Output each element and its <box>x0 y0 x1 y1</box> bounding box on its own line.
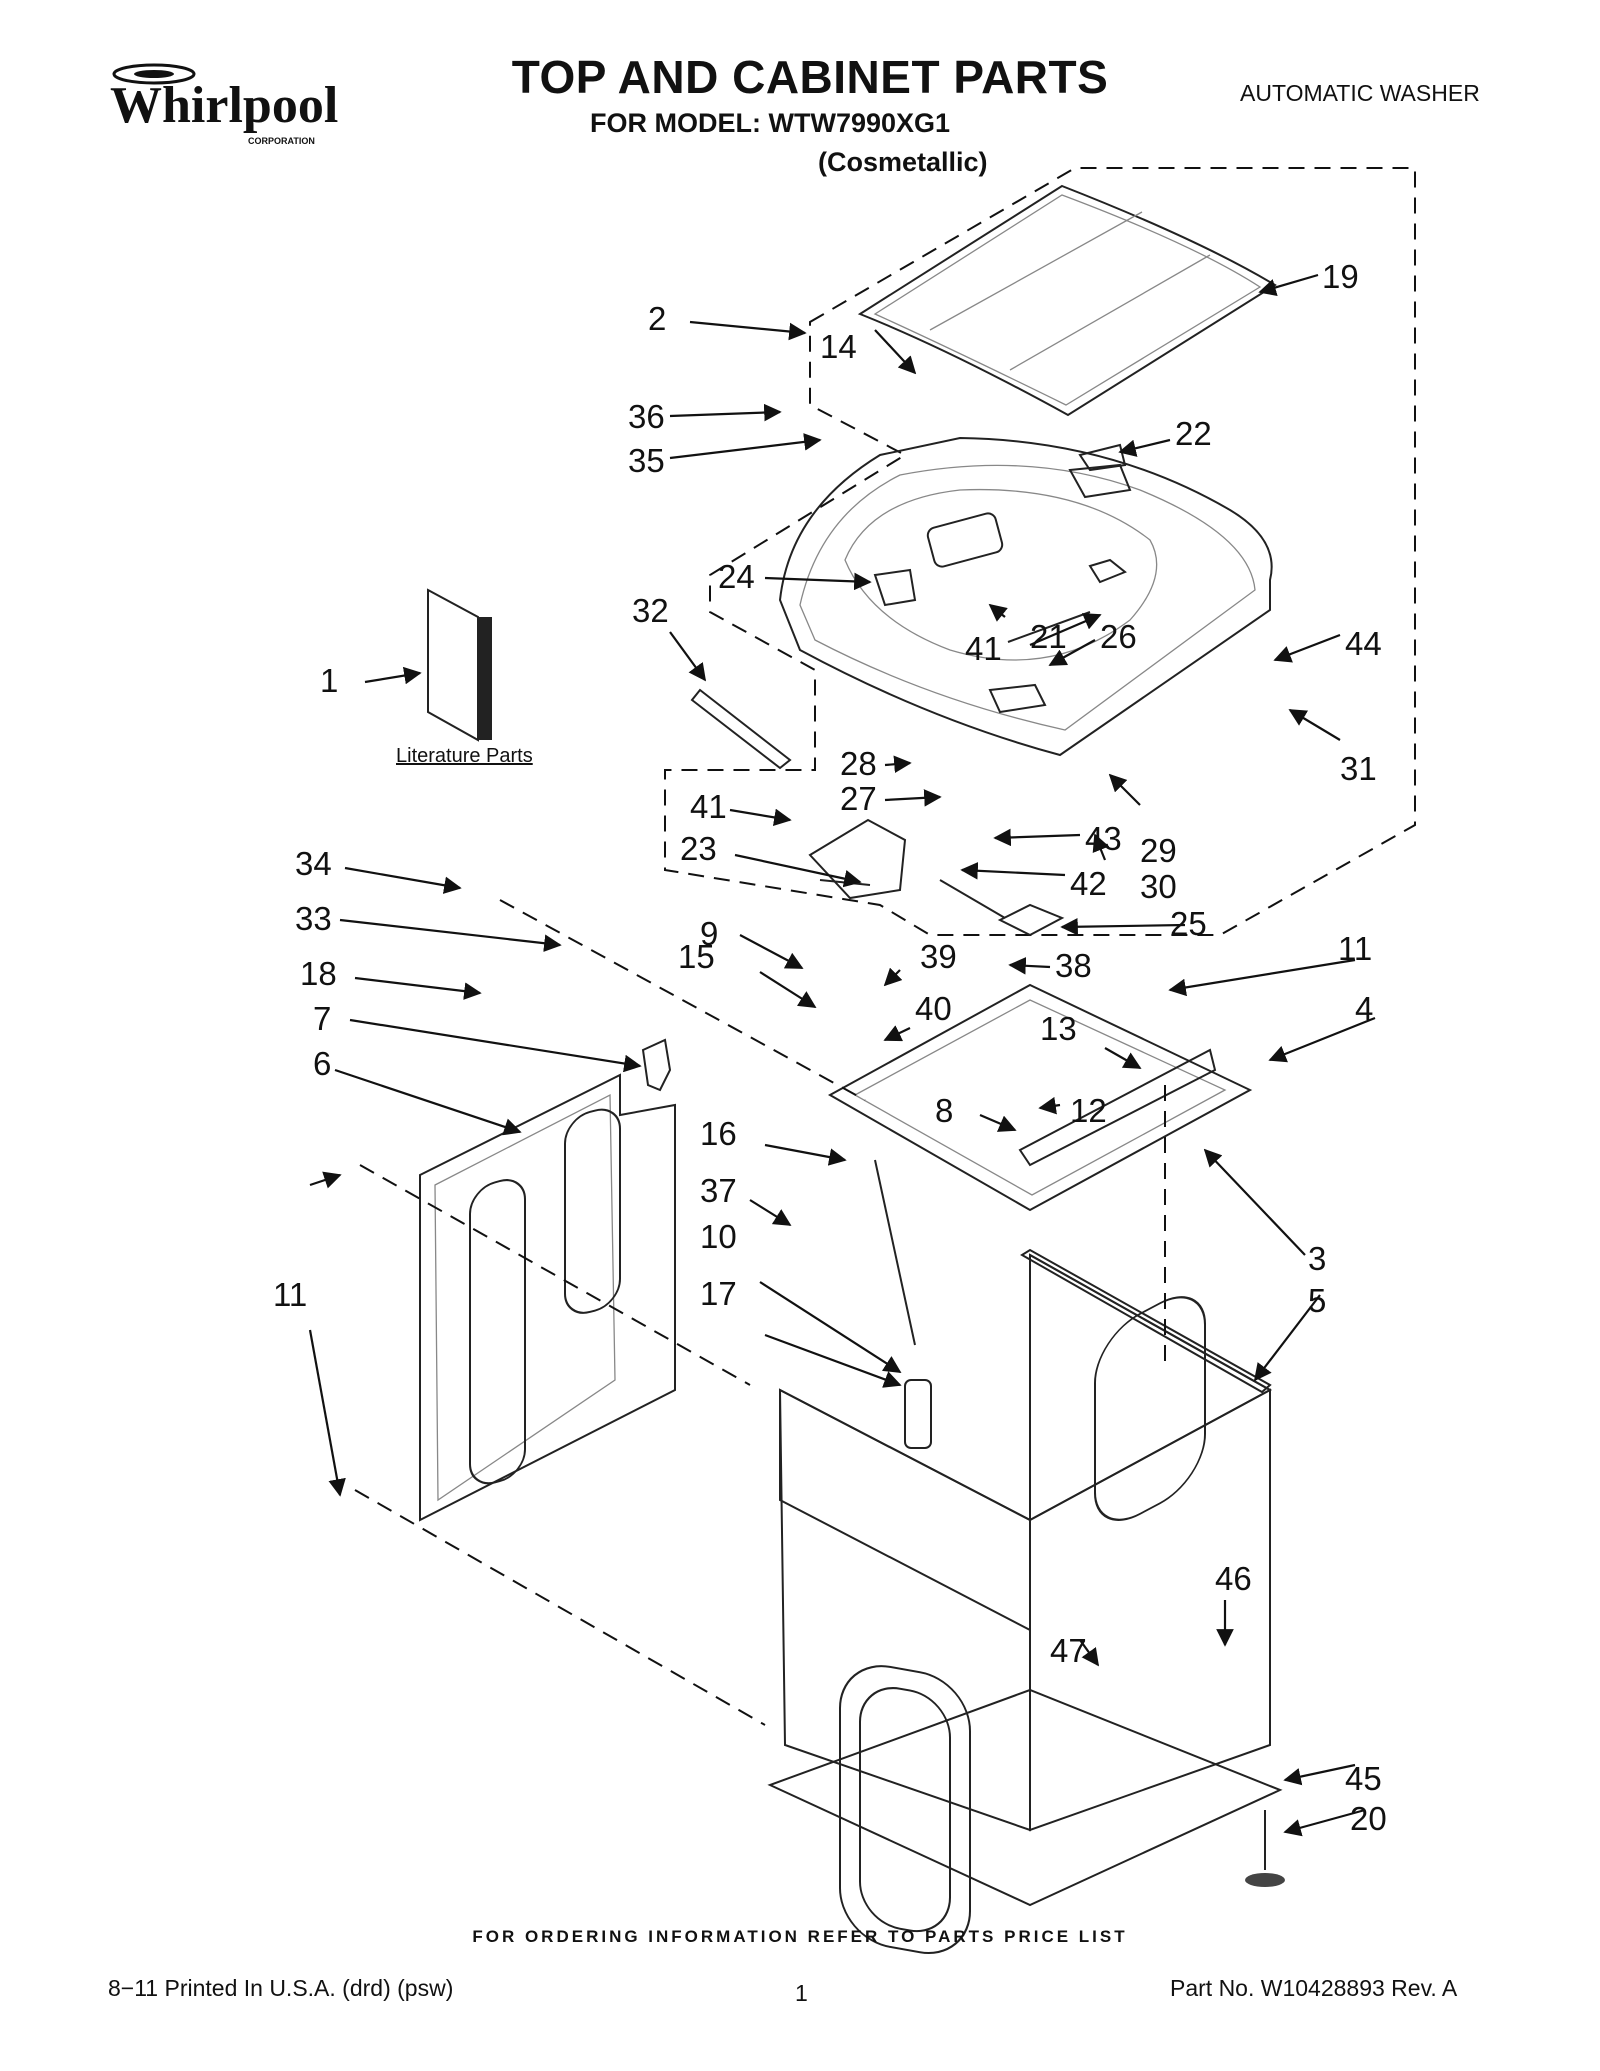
rod-part <box>1007 611 1091 643</box>
top-panel-part <box>778 436 1273 757</box>
product-type: AUTOMATIC WASHER <box>1240 80 1480 106</box>
align-line-11a <box>359 1164 751 1386</box>
callout-24: 24 <box>718 558 755 595</box>
literature-parts-label: Literature Parts <box>396 745 533 767</box>
callout-42: 42 <box>1070 865 1107 902</box>
cabinet-top-frame <box>827 983 1253 1212</box>
callout-27: 27 <box>840 780 877 817</box>
callout-10: 10 <box>700 1218 737 1255</box>
model-line: FOR MODEL: WTW7990XG1 <box>590 108 951 138</box>
top-assembly-boundary <box>664 167 1416 936</box>
callout-19: 19 <box>1322 258 1359 295</box>
callout-44: 44 <box>1345 625 1382 662</box>
callout-17: 17 <box>700 1275 737 1312</box>
page-number: 1 <box>795 1980 808 2006</box>
callout-15: 15 <box>678 938 715 975</box>
callout-21: 21 <box>1030 618 1067 655</box>
callout-7: 7 <box>313 1000 331 1037</box>
callout-32: 32 <box>632 592 669 629</box>
hinge-part <box>1078 443 1127 472</box>
switch-rod-left <box>819 879 871 886</box>
switch-part <box>808 818 907 900</box>
callout-30: 30 <box>1140 868 1177 905</box>
callout-39: 39 <box>920 938 957 975</box>
callout-41-mid: 41 <box>690 788 727 825</box>
callout-11-side: 11 <box>273 1276 307 1313</box>
callout-40: 40 <box>915 990 952 1027</box>
callout-37: 37 <box>700 1172 737 1209</box>
bracket-part <box>1088 558 1127 584</box>
callout-35: 35 <box>628 442 665 479</box>
callout-16: 16 <box>700 1115 737 1152</box>
pump-part <box>641 1038 672 1092</box>
callout-46: 46 <box>1215 1560 1252 1597</box>
callout-8: 8 <box>935 1092 953 1129</box>
callout-labels: 1 2 3 4 5 6 7 8 9 10 11 11 11 12 13 14 1… <box>273 258 1387 1837</box>
callout-9: 9 <box>700 915 718 952</box>
base-plate <box>767 1688 1283 1907</box>
lid-part <box>857 184 1277 417</box>
brand-wordmark: Whirlpool <box>110 77 338 134</box>
cabinet-part <box>778 1248 1273 1955</box>
page-title: TOP AND CABINET PARTS <box>511 51 1109 103</box>
callout-13: 13 <box>1040 1010 1077 1047</box>
callout-12: 12 <box>1070 1092 1107 1129</box>
print-info: 8−11 Printed In U.S.A. (drd) (psw) <box>108 1975 454 2001</box>
callout-33: 33 <box>295 900 332 937</box>
callout-31: 31 <box>1340 750 1377 787</box>
switch-rod-right <box>939 879 1006 919</box>
callout-14: 14 <box>820 328 857 365</box>
align-line-34 <box>499 899 866 1101</box>
ordering-note: FOR ORDERING INFORMATION REFER TO PARTS … <box>472 1927 1128 1946</box>
literature-part <box>427 588 492 742</box>
rear-panel <box>419 1073 676 1522</box>
callout-11-top: 11 <box>1338 930 1372 967</box>
callout-47: 47 <box>1050 1632 1087 1669</box>
callout-43: 43 <box>1085 820 1122 857</box>
callout-18: 18 <box>300 955 337 992</box>
suspension-rod <box>874 1159 916 1346</box>
callout-38: 38 <box>1055 947 1092 984</box>
callout-5: 5 <box>1308 1282 1326 1319</box>
callout-26: 26 <box>1100 618 1137 655</box>
callout-3: 3 <box>1308 1240 1326 1277</box>
brand-corporation: CORPORATION <box>248 136 315 146</box>
callout-23: 23 <box>680 830 717 867</box>
callout-6: 6 <box>313 1045 331 1082</box>
callout-1: 1 <box>320 662 338 699</box>
callout-41-top: 41 <box>965 630 1002 667</box>
whirlpool-logo: Whirlpool CORPORATION <box>110 63 338 146</box>
model-variant: (Cosmetallic) <box>818 147 988 177</box>
lock-base-part <box>997 903 1065 937</box>
callout-45: 45 <box>1345 1760 1382 1797</box>
callout-22: 22 <box>1175 415 1212 452</box>
align-line-11b <box>354 1489 766 1726</box>
callout-36: 36 <box>628 398 665 435</box>
spring-part <box>904 1379 932 1449</box>
callout-34: 34 <box>295 845 332 882</box>
callout-20: 20 <box>1350 1800 1387 1837</box>
callout-4: 4 <box>1355 990 1373 1027</box>
callout-2: 2 <box>648 300 666 337</box>
leveling-leg-part <box>1245 1810 1285 1887</box>
callout-28: 28 <box>840 745 877 782</box>
leader-lines <box>308 273 1376 1837</box>
part-number: Part No. W10428893 Rev. A <box>1170 1975 1458 2001</box>
callout-25: 25 <box>1170 905 1207 942</box>
callout-29: 29 <box>1140 832 1177 869</box>
end-cap-part <box>690 688 792 770</box>
